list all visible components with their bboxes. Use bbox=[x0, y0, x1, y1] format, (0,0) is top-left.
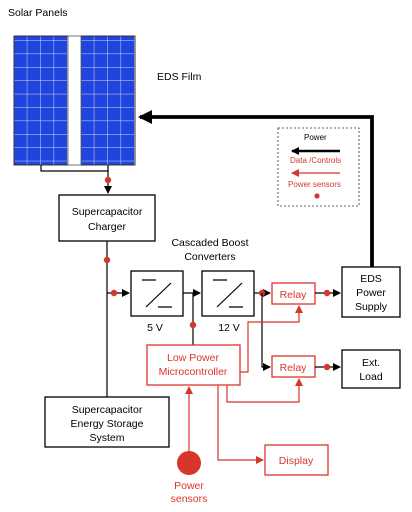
relay-top-label: Relay bbox=[280, 289, 308, 301]
charger-sensor-dot bbox=[103, 256, 111, 264]
boost-converter-12v-symbol bbox=[213, 279, 243, 308]
legend-box bbox=[277, 127, 360, 207]
eds-power-supply-box bbox=[341, 266, 401, 318]
eds-power-supply-label-2: Power bbox=[356, 287, 386, 299]
energy-storage-system-box bbox=[44, 396, 170, 448]
boost-converter-5v-symbol bbox=[142, 279, 172, 308]
eds-film-feed-line bbox=[138, 110, 374, 267]
power-sensors-dot bbox=[177, 451, 201, 475]
ext-load-box bbox=[341, 349, 401, 389]
boost-converter-5v bbox=[130, 270, 184, 317]
voltage-5v-label: 5 V bbox=[147, 322, 163, 334]
ext-load-sensor-dot bbox=[323, 363, 331, 371]
panel-output-wire bbox=[40, 165, 109, 172]
eds-film-bar bbox=[67, 35, 82, 166]
bus-to-relay-bottom-wire bbox=[261, 293, 271, 371]
supercapacitor-charger-label-1: Supercapacitor bbox=[72, 206, 143, 218]
eds-supply-sensor-dot bbox=[323, 289, 331, 297]
cascaded-boost-label-1: Cascaded Boost bbox=[171, 237, 248, 249]
storage-label-1: Supercapacitor bbox=[72, 404, 143, 416]
legend-power-sensors-label: Power sensors bbox=[288, 180, 341, 189]
mcu-to-relay-bottom-control bbox=[226, 378, 303, 403]
storage-label-3: System bbox=[89, 432, 124, 444]
storage-label-2: Energy Storage bbox=[71, 418, 144, 430]
eds-power-supply-label-3: Supply bbox=[355, 301, 388, 313]
legend-power-label: Power bbox=[304, 133, 327, 142]
legend-data-controls-label: Data /Controls bbox=[290, 156, 341, 165]
display-box bbox=[264, 444, 329, 476]
display-label: Display bbox=[279, 455, 314, 467]
legend: Power Data /Controls Power sensors bbox=[277, 127, 360, 207]
supercapacitor-charger-label-2: Charger bbox=[88, 221, 126, 233]
voltage-12v-label: 12 V bbox=[218, 322, 240, 334]
eds-power-supply-label-1: EDS bbox=[360, 273, 382, 285]
solar-panels bbox=[13, 35, 136, 166]
mcu-to-display-control bbox=[217, 385, 264, 464]
power-sensors-label-1: Power bbox=[174, 480, 204, 492]
mcu-to-relay-top-control bbox=[240, 305, 303, 373]
eds-film-label: EDS Film bbox=[157, 71, 202, 83]
ext-load-label-2: Load bbox=[359, 371, 383, 383]
legend-power-sensors-dot bbox=[314, 193, 320, 199]
boost-input-sensor-dot bbox=[110, 289, 118, 297]
supercapacitor-charger-box bbox=[58, 194, 156, 242]
solar-panel-left bbox=[13, 35, 69, 166]
power-sensors-label-2: sensors bbox=[171, 493, 208, 505]
panel-sensor-dot bbox=[104, 176, 112, 184]
ext-load-label-1: Ext. bbox=[362, 357, 380, 369]
boost-converter-12v bbox=[201, 270, 255, 317]
relay-bottom-label: Relay bbox=[280, 362, 308, 374]
solar-panels-label: Solar Panels bbox=[8, 7, 68, 19]
microcontroller-box bbox=[146, 344, 241, 386]
microcontroller-label-1: Low Power bbox=[167, 352, 219, 364]
cascaded-boost-label-2: Converters bbox=[184, 251, 235, 263]
microcontroller-label-2: Microcontroller bbox=[159, 366, 228, 378]
mcu-supply-sensor-dot bbox=[189, 321, 197, 329]
solar-panel-right bbox=[80, 35, 136, 166]
